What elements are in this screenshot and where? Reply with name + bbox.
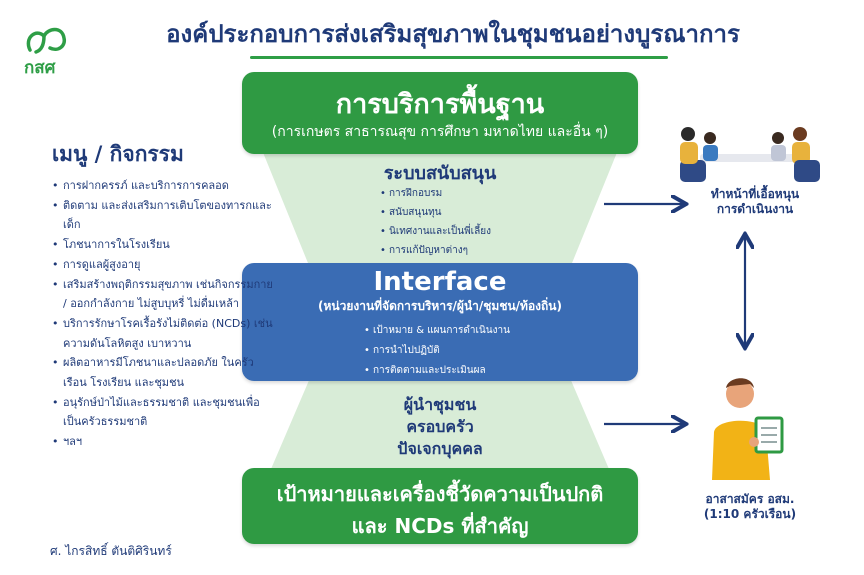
volunteer-line-2: (1:10 ครัวเรือน) [703,507,797,521]
logo-text: กสศ [24,58,56,78]
interface-box: Interface (หน่วยงานที่จัดการบริหาร/ผู้นำ… [242,263,638,381]
menu-item: ติดตาม และส่งเสริมการเติบโตของทารกและเด็… [52,196,274,235]
menu-list: การฝากครรภ์ และบริการการคลอด ติดตาม และส… [52,176,274,452]
author-credit: ศ. ไกรสิทธิ์ ตันติศิรินทร์ [50,544,172,558]
foundation-title: การบริการพื้นฐาน [335,89,545,120]
community-list: ผู้นำชุมชน ครอบครัว ปัจเจกบุคคล [310,394,570,460]
goal-line-1: เป้าหมายและเครื่องชี้วัดความเป็นปกติ [276,482,604,506]
community-item: ผู้นำชุมชน [403,395,477,414]
menu-item: ฯลฯ [52,432,274,452]
volunteer-line-1: อาสาสมัคร อสม. [705,492,795,506]
menu-item: โภชนาการในโรงเรียน [52,235,274,255]
interface-list: เป้าหมาย & แผนการดำเนินงาน การนำไปปฏิบัต… [364,321,510,381]
menu-item: บริการรักษาโรคเรื้อรังไม่ติดต่อ (NCDs) เ… [52,314,274,353]
support-item: การฝึกอบรม [380,184,491,203]
menu-heading: เมนู / กิจกรรม [52,142,184,166]
page-title: องค์ประกอบการส่งเสริมสุขภาพในชุมชนอย่างบ… [166,20,740,48]
support-title: ระบบสนับสนุน [383,163,497,184]
community-item: ครอบครัว [406,417,474,436]
menu-item: การฝากครรภ์ และบริการการคลอด [52,176,274,196]
interface-item: การนำไปปฏิบัติ [364,341,510,361]
interface-item: การติดตามและประเมินผล [364,361,510,381]
support-item: การแก้ปัญหาต่างๆ [380,241,491,260]
support-item: นิเทศงานและเป็นพี่เลี้ยง [380,222,491,241]
meeting-illustration-icon [680,127,820,182]
menu-item: การดูแลผู้สูงอายุ [52,255,274,275]
title-underline [250,56,668,59]
volunteer-illustration-icon [712,378,784,480]
goal-line-2: และ NCDs ที่สำคัญ [351,514,529,538]
support-item: สนับสนุนทุน [380,203,491,222]
menu-item: เสริมสร้างพฤติกรรมสุขภาพ เช่นกิจกรรมกาย … [52,275,274,314]
volunteer-label: อาสาสมัคร อสม. (1:10 ครัวเรือน) [670,492,830,522]
facilitator-line-1: ทำหน้าที่เอื้อหนุน [710,187,800,201]
interface-title: Interface [373,267,507,297]
interface-item: เป้าหมาย & แผนการดำเนินงาน [364,321,510,341]
foundation-subtitle: (การเกษตร สาธารณสุข การศึกษา มหาดไทย และ… [271,124,609,140]
interface-subtitle: (หน่วยงานที่จัดการบริหาร/ผู้นำ/ชุมชน/ท้อ… [318,299,562,313]
menu-item: อนุรักษ์ป่าไม้และธรรมชาติ และชุมชนเพื่อเ… [52,393,274,432]
foundation-box: การบริการพื้นฐาน (การเกษตร สาธารณสุข การ… [242,72,638,154]
community-item: ปัจเจกบุคคล [397,439,483,458]
goal-box: เป้าหมายและเครื่องชี้วัดความเป็นปกติ และ… [242,468,638,544]
facilitator-line-2: การดำเนินงาน [716,202,794,216]
support-list: การฝึกอบรม สนับสนุนทุน นิเทศงานและเป็นพี… [380,184,491,260]
menu-item: ผลิตอาหารมีโภชนาและปลอดภัย ในครัวเรือน โ… [52,353,274,392]
logo-icon [26,27,67,54]
facilitator-label: ทำหน้าที่เอื้อหนุน การดำเนินงาน [670,187,840,217]
